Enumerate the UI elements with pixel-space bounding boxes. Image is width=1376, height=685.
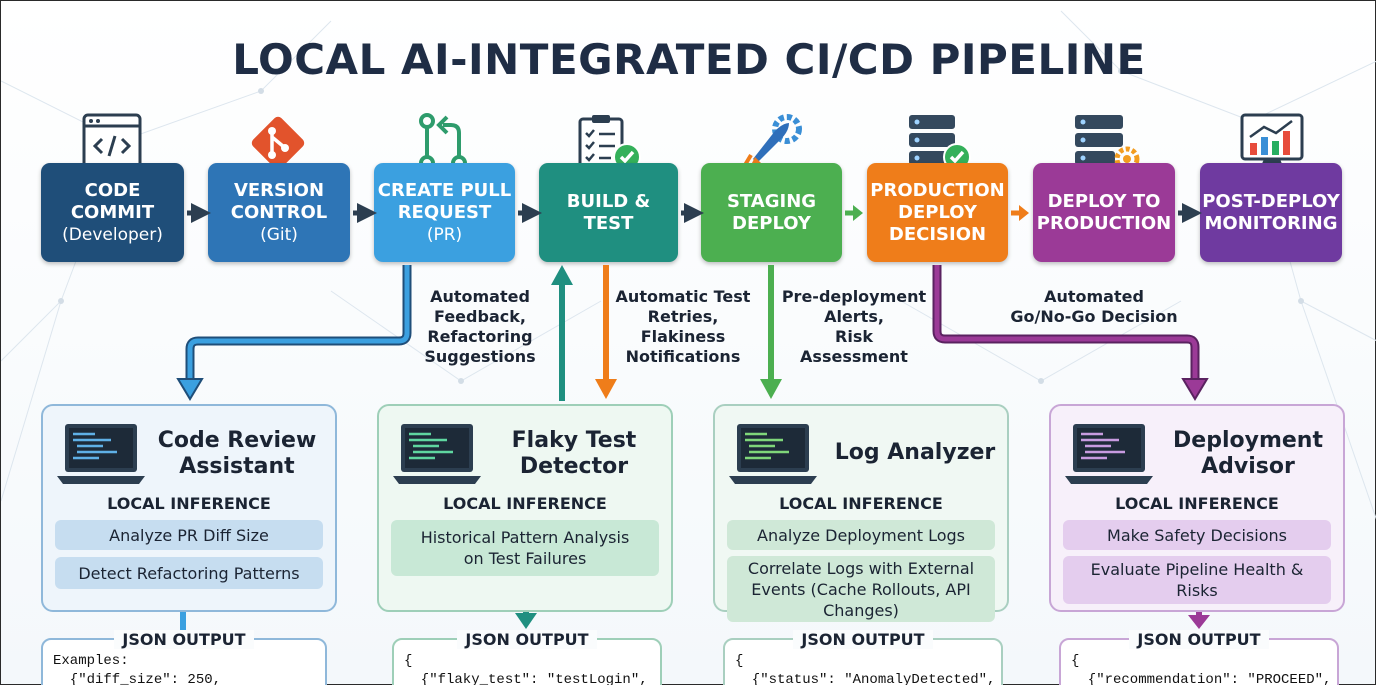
- checklist-icon: [578, 115, 641, 173]
- stage-label: CREATE PULL: [377, 179, 512, 201]
- json-output-body: Examples: {"diff_size": 250,: [53, 653, 222, 685]
- json-output-body: { {"recommendation": "PROCEED",: [1071, 653, 1332, 685]
- stage-label: STAGING: [726, 190, 817, 212]
- stage-code-commit[interactable]: CODE COMMIT (Developer): [41, 163, 184, 262]
- stage-label: PRODUCTION: [870, 179, 1005, 201]
- json-output-code-review: JSON OUTPUT Examples: {"diff_size": 250,: [41, 630, 327, 685]
- laptop-icon: [57, 424, 145, 484]
- local-inference-label: LOCAL INFERENCE: [107, 494, 271, 513]
- local-inference-label: LOCAL INFERENCE: [443, 494, 607, 513]
- stage-sublabel: (PR): [426, 224, 463, 245]
- stage-label: DEPLOY: [898, 201, 977, 223]
- panel-item: Analyze Deployment Logs: [727, 520, 995, 550]
- json-output-flaky-test: JSON OUTPUT { {"flaky_test": "testLogin"…: [392, 630, 662, 685]
- stage-label: DECISION: [888, 223, 987, 245]
- stage-label: MONITORING: [1204, 212, 1338, 234]
- stage-label: CONTROL: [230, 201, 328, 223]
- stage-label: CODE: [84, 179, 141, 201]
- stage-label: DEPLOY TO: [1047, 190, 1161, 212]
- stage-sublabel: (Developer): [62, 224, 163, 245]
- panel-log-analyzer: Log Analyzer LOCAL INFERENCE Analyze Dep…: [713, 404, 1009, 622]
- panel-item: Historical Pattern Analysis on Test Fail…: [391, 520, 659, 576]
- stage-label: VERSION: [233, 179, 325, 201]
- stage-label: TEST: [583, 212, 634, 234]
- stage-version-control[interactable]: VERSION CONTROL (Git): [208, 163, 350, 262]
- panel-title: Log Analyzer: [834, 440, 996, 465]
- json-output-heading: JSON OUTPUT: [793, 630, 933, 649]
- local-inference-label: LOCAL INFERENCE: [1115, 494, 1279, 513]
- json-output-heading: JSON OUTPUT: [114, 630, 254, 649]
- stage-label: PRODUCTION: [1036, 212, 1172, 234]
- stage-post-deploy-monitoring[interactable]: POST-DEPLOY MONITORING: [1200, 163, 1342, 262]
- stage-label: POST-DEPLOY: [1202, 190, 1340, 212]
- stage-label: DEPLOY: [732, 212, 811, 234]
- panel-item: Make Safety Decisions: [1063, 520, 1331, 550]
- page-title: LOCAL AI-INTEGRATED CI/CD PIPELINE: [232, 35, 1146, 84]
- stage-production-deploy-decision[interactable]: PRODUCTION DEPLOY DECISION: [867, 163, 1008, 262]
- stage-sublabel: (Git): [260, 224, 298, 245]
- stage-create-pull-request[interactable]: CREATE PULL REQUEST (PR): [374, 163, 515, 262]
- stage-deploy-to-production[interactable]: DEPLOY TO PRODUCTION: [1033, 163, 1175, 262]
- json-output-log-analyzer: JSON OUTPUT { {"status": "AnomalyDetecte…: [723, 630, 1003, 685]
- panel-item: Correlate Logs with External Events (Cac…: [727, 556, 995, 622]
- stage-staging-deploy[interactable]: STAGING DEPLOY: [701, 163, 842, 262]
- git-icon: [251, 116, 305, 170]
- panel-item: Analyze PR Diff Size: [55, 520, 323, 550]
- laptop-icon: [729, 424, 817, 484]
- stage-build-test[interactable]: BUILD & TEST: [539, 163, 678, 262]
- json-output-heading: JSON OUTPUT: [457, 630, 597, 649]
- laptop-icon: [1065, 424, 1153, 484]
- stage-label: BUILD &: [566, 190, 651, 212]
- panel-item: Evaluate Pipeline Health & Risks: [1063, 556, 1331, 604]
- json-output-deployment-advisor: JSON OUTPUT { {"recommendation": "PROCEE…: [1059, 630, 1339, 685]
- local-inference-label: LOCAL INFERENCE: [779, 494, 943, 513]
- json-output-heading: JSON OUTPUT: [1129, 630, 1269, 649]
- json-output-body: { {"status": "AnomalyDetected",: [735, 653, 996, 685]
- json-output-body: { {"flaky_test": "testLogin",: [404, 653, 648, 685]
- stage-label: COMMIT: [70, 201, 155, 223]
- laptop-icon: [393, 424, 481, 484]
- code-window-icon: [82, 113, 142, 169]
- panel-item: Detect Refactoring Patterns: [55, 557, 323, 589]
- monitor-chart-icon: [1240, 113, 1304, 169]
- stage-label: REQUEST: [397, 201, 492, 223]
